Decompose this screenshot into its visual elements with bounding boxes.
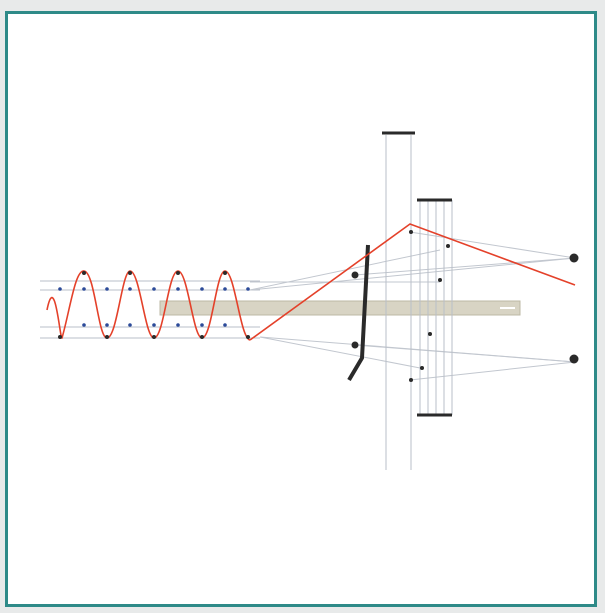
bars bbox=[382, 131, 452, 417]
ray-lines bbox=[249, 231, 576, 381]
wave-dots bbox=[58, 271, 250, 339]
dot-grid-left bbox=[58, 287, 250, 327]
dots-right bbox=[351, 230, 579, 382]
horizontal-band bbox=[159, 300, 521, 316]
diagonal-beam bbox=[249, 223, 576, 341]
angled-electrode bbox=[347, 244, 370, 382]
sinusoidal-beam bbox=[46, 270, 251, 341]
